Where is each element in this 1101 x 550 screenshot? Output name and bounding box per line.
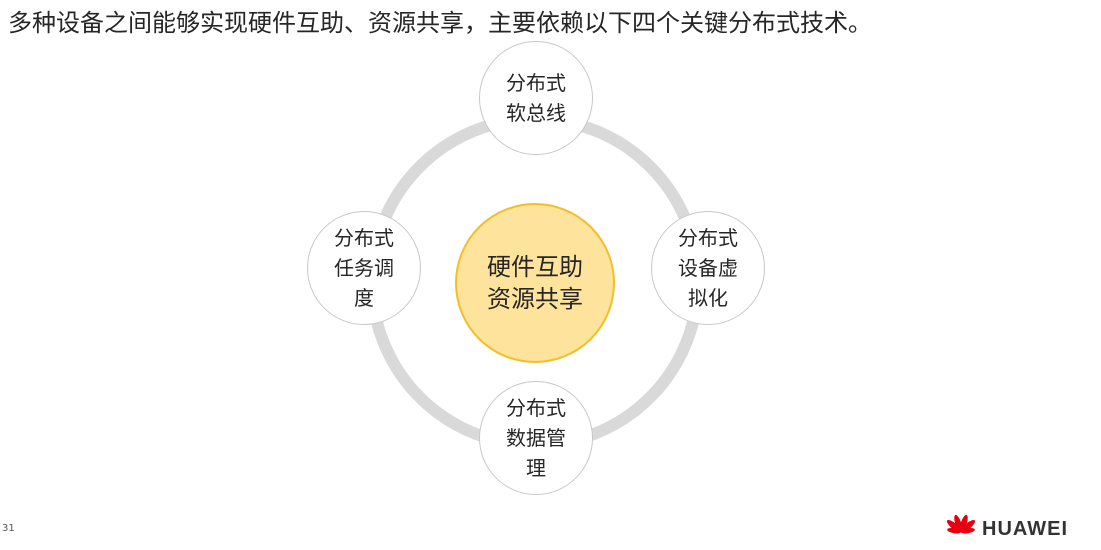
node-label-line: 数据管 bbox=[506, 426, 566, 450]
page-number: 31 bbox=[2, 523, 15, 534]
brand-wordmark: HUAWEI bbox=[982, 517, 1068, 540]
node-label-line: 设备虚 bbox=[678, 256, 738, 280]
node-label-line: 任务调 bbox=[334, 256, 394, 280]
node-label-line: 理 bbox=[526, 456, 546, 480]
node-distributed-device-virtualization: 分布式 设备虚 拟化 bbox=[651, 211, 765, 325]
slide-headline: 多种设备之间能够实现硬件互助、资源共享，主要依赖以下四个关键分布式技术。 bbox=[8, 9, 872, 37]
node-label-line: 分布式 bbox=[678, 226, 738, 250]
node-label-line: 拟化 bbox=[688, 286, 728, 310]
node-distributed-soft-bus: 分布式 软总线 bbox=[479, 41, 593, 155]
center-node-line-1: 硬件互助 bbox=[487, 253, 583, 281]
huawei-petal-icon bbox=[946, 514, 976, 534]
node-label-line: 分布式 bbox=[506, 71, 566, 95]
huawei-logo: HUAWEI bbox=[944, 511, 1068, 547]
node-distributed-task-scheduling: 分布式 任务调 度 bbox=[307, 211, 421, 325]
node-label-line: 分布式 bbox=[506, 396, 566, 420]
node-label-line: 软总线 bbox=[506, 101, 566, 125]
node-label-line: 度 bbox=[354, 286, 374, 310]
node-label-line: 分布式 bbox=[334, 226, 394, 250]
center-node-hardware-sharing: 硬件互助 资源共享 bbox=[455, 203, 615, 363]
center-node-line-2: 资源共享 bbox=[487, 285, 583, 313]
node-distributed-data-management: 分布式 数据管 理 bbox=[479, 381, 593, 495]
